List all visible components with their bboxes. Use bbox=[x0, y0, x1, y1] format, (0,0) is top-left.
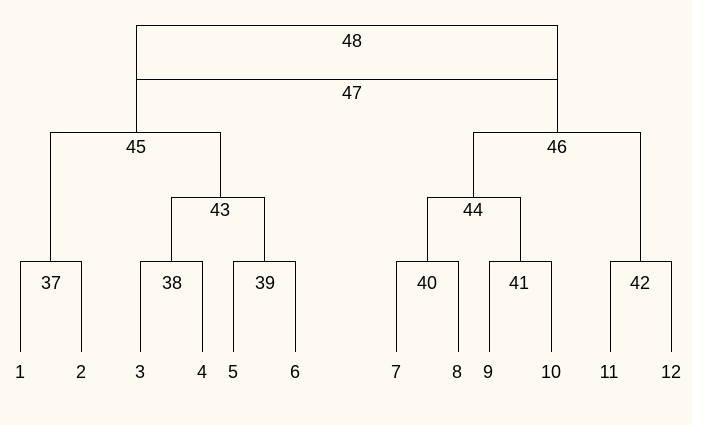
tree-labels: 1 2 3 4 5 6 7 8 9 10 11 12 37 38 39 40 4… bbox=[15, 31, 681, 382]
leaf-label-12: 12 bbox=[661, 362, 681, 382]
node-label-43: 43 bbox=[210, 200, 230, 220]
link-48 bbox=[136, 25, 558, 80]
link-47 bbox=[136, 79, 558, 133]
link-45 bbox=[50, 132, 221, 262]
node-label-42: 42 bbox=[630, 273, 650, 293]
dendrogram-canvas: 1 2 3 4 5 6 7 8 9 10 11 12 37 38 39 40 4… bbox=[0, 0, 692, 425]
node-label-47: 47 bbox=[342, 83, 362, 103]
leaf-label-7: 7 bbox=[391, 362, 401, 382]
node-label-45: 45 bbox=[126, 137, 146, 157]
leaf-label-2: 2 bbox=[76, 362, 86, 382]
leaf-label-11: 11 bbox=[600, 362, 619, 382]
node-label-38: 38 bbox=[162, 273, 182, 293]
node-label-46: 46 bbox=[547, 137, 567, 157]
leaf-label-4: 4 bbox=[197, 362, 207, 382]
node-label-41: 41 bbox=[509, 273, 529, 293]
node-label-48: 48 bbox=[342, 31, 362, 51]
link-43 bbox=[171, 197, 265, 262]
leaf-label-10: 10 bbox=[541, 362, 561, 382]
node-label-37: 37 bbox=[41, 273, 61, 293]
leaf-label-1: 1 bbox=[15, 362, 25, 382]
leaf-label-9: 9 bbox=[483, 362, 493, 382]
leaf-label-6: 6 bbox=[290, 362, 300, 382]
node-label-44: 44 bbox=[463, 200, 483, 220]
dendrogram: 1 2 3 4 5 6 7 8 9 10 11 12 37 38 39 40 4… bbox=[15, 25, 681, 382]
leaf-label-3: 3 bbox=[135, 362, 145, 382]
leaf-label-8: 8 bbox=[452, 362, 462, 382]
node-label-39: 39 bbox=[255, 273, 275, 293]
node-label-40: 40 bbox=[417, 273, 437, 293]
tree-links bbox=[20, 25, 672, 352]
leaf-label-5: 5 bbox=[228, 362, 238, 382]
